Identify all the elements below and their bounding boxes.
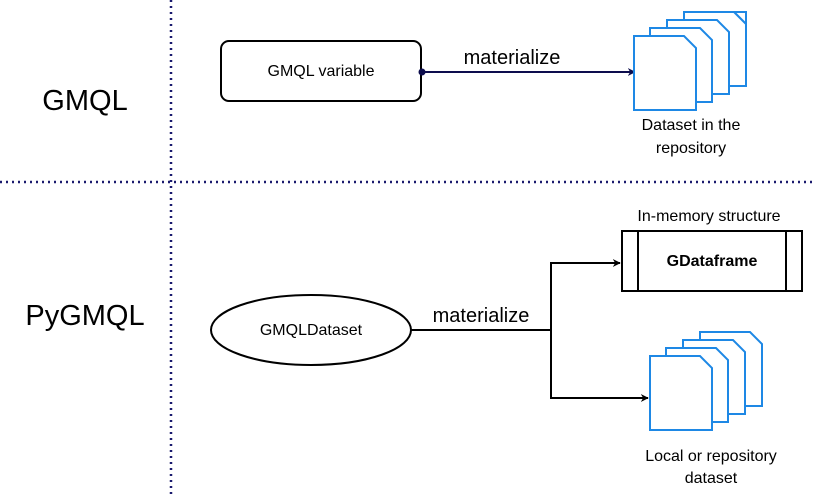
gmql-target-caption-line2: repository xyxy=(656,140,726,157)
gmql-section-title: GMQL xyxy=(42,85,127,117)
gdataframe-label: GDataframe xyxy=(667,253,758,270)
document-stack-icon xyxy=(649,331,763,431)
gmql-variable-label: GMQL variable xyxy=(268,63,375,80)
local-dataset-caption-line2: dataset xyxy=(685,470,738,487)
pygmql-materialize-label: materialize xyxy=(433,305,530,327)
pygmql-section-title: PyGMQL xyxy=(25,300,144,332)
gmql-target-caption-line1: Dataset in the xyxy=(642,117,741,134)
in-memory-structure-caption: In-memory structure xyxy=(637,208,780,225)
branch-arrow-to-local-dataset xyxy=(550,330,649,402)
gdataframe-node xyxy=(621,230,803,292)
branch-arrow-to-gdataframe xyxy=(550,259,621,330)
local-dataset-caption-line1: Local or repository xyxy=(645,448,777,465)
document-stack-icon xyxy=(633,11,747,111)
gmql-materialize-label: materialize xyxy=(464,47,561,69)
gmqldataset-label: GMQLDataset xyxy=(260,322,363,339)
